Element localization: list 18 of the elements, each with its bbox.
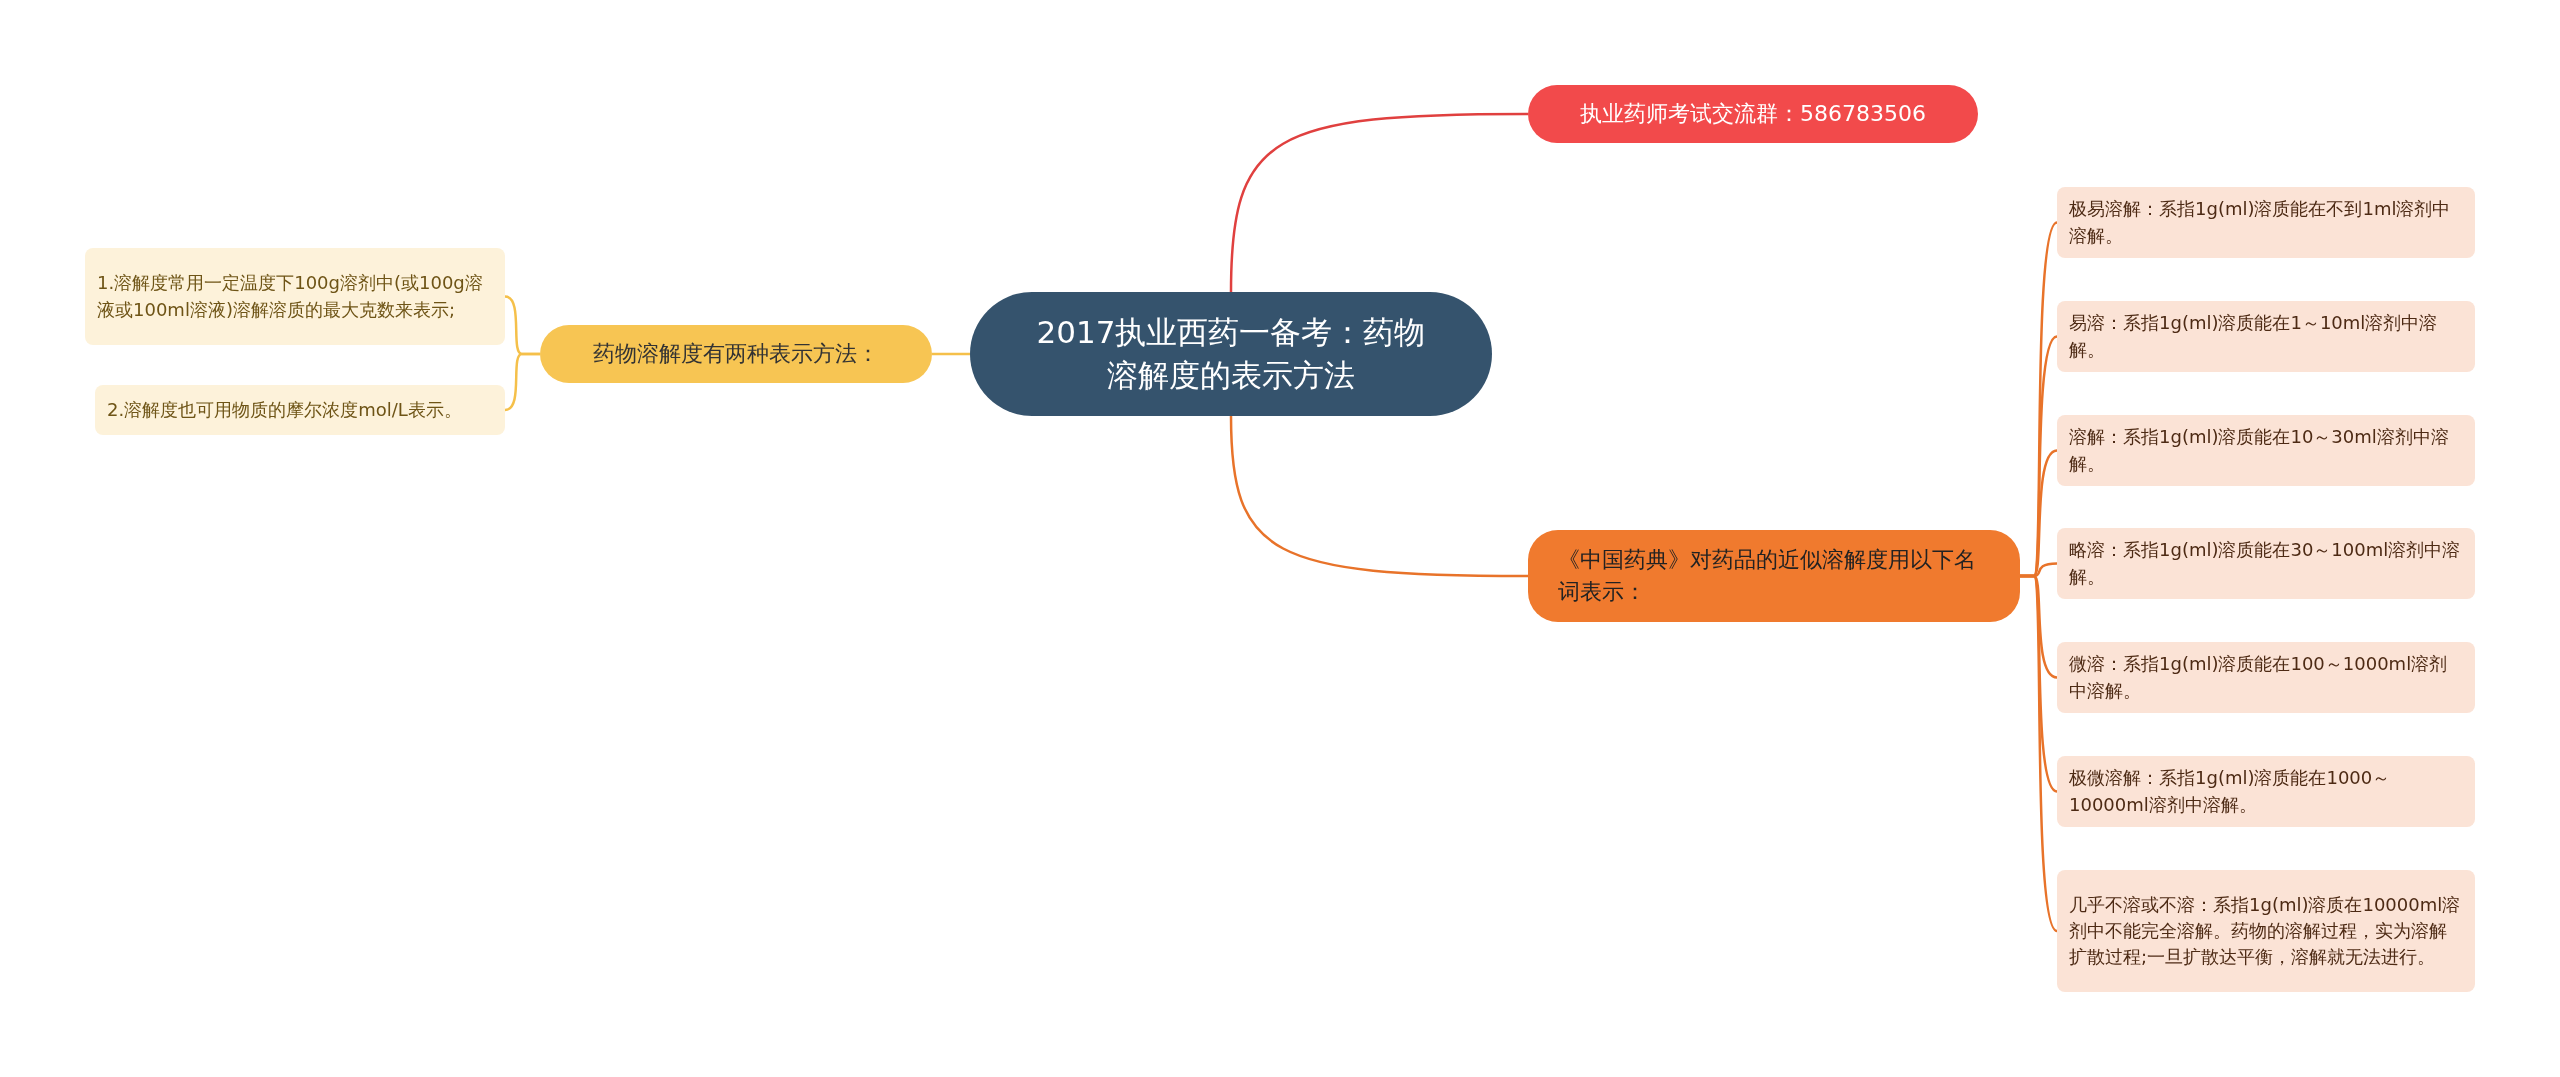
- subtopic-card: 几乎不溶或不溶：系指1g(ml)溶质在10000ml溶剂中不能完全溶解。药物的溶解过程，实为溶解扩散过程;一旦扩散达平衡，溶解就无法进行。: [2057, 870, 2475, 992]
- connector-line: [932, 352, 970, 356]
- connector-line: [1229, 415, 1528, 578]
- subtopic-card: 微溶：系指1g(ml)溶质能在100～1000ml溶剂中溶解。: [2057, 642, 2475, 713]
- branch-topic: 药物溶解度有两种表示方法：: [540, 325, 932, 383]
- subtopic-card: 易溶：系指1g(ml)溶质能在1～10ml溶剂中溶解。: [2057, 301, 2475, 372]
- subtopic-card: 略溶：系指1g(ml)溶质能在30～100ml溶剂中溶解。: [2057, 528, 2475, 599]
- subtopic-card: 极微溶解：系指1g(ml)溶质能在1000～10000ml溶剂中溶解。: [2057, 756, 2475, 827]
- connector-line: [504, 352, 540, 412]
- branch-topic: 《中国药典》对药品的近似溶解度用以下名词表示：: [1528, 530, 2020, 622]
- subtopic-card: 极易溶解：系指1g(ml)溶质能在不到1ml溶剂中溶解。: [2057, 187, 2475, 258]
- subtopic-card: 2.溶解度也可用物质的摩尔浓度mol/L表示。: [95, 385, 505, 435]
- branch-topic: 执业药师考试交流群：586783506: [1528, 85, 1978, 143]
- connector-line: [1229, 112, 1528, 293]
- subtopic-card: 1.溶解度常用一定温度下100g溶剂中(或100g溶液或100ml溶液)溶解溶质的最大克数来表示;: [85, 248, 505, 345]
- central-topic: 2017执业西药一备考：药物溶解度的表示方法: [970, 292, 1492, 416]
- subtopic-card: 溶解：系指1g(ml)溶质能在10～30ml溶剂中溶解。: [2057, 415, 2475, 486]
- connector-line: [2020, 574, 2058, 932]
